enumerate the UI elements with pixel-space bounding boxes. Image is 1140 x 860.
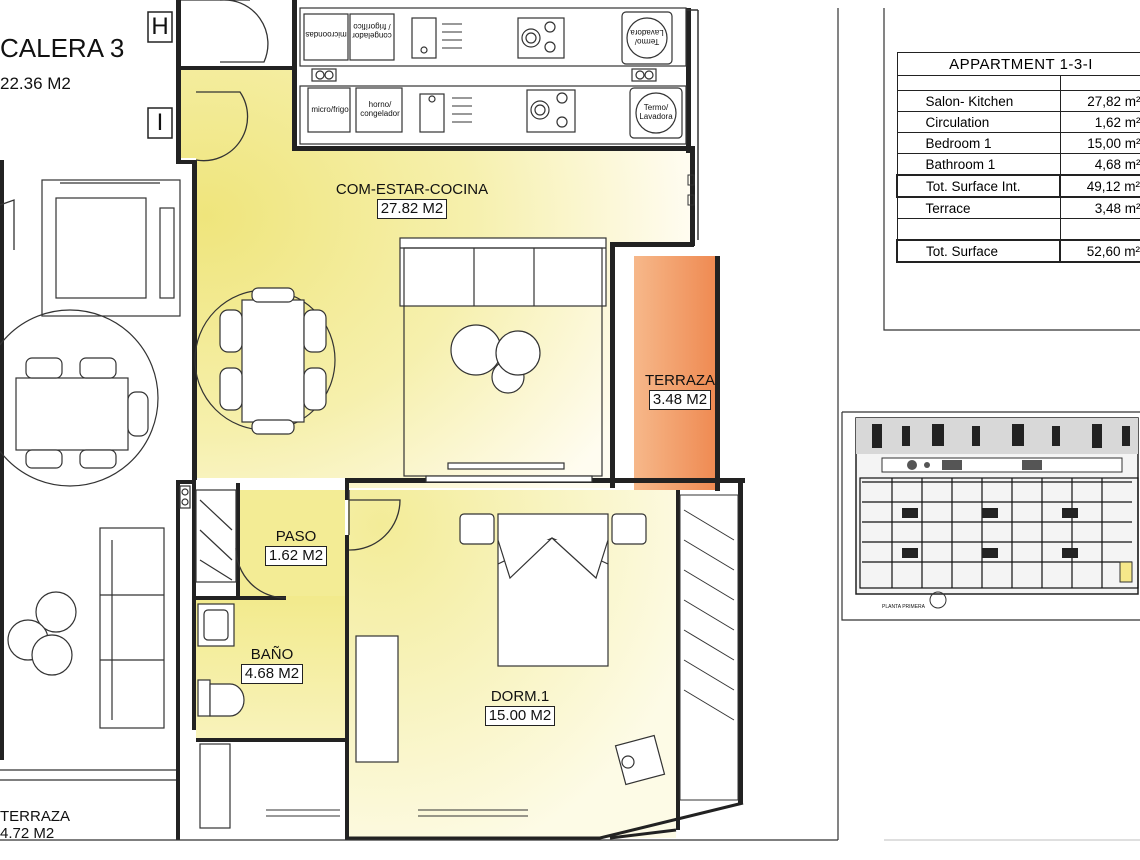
tv-unit [425,462,593,483]
room-bathroom: BAÑO 4.68 M2 [222,646,322,684]
paso-fill [240,490,345,596]
marker-i: I [156,109,164,136]
doors [0,0,401,599]
table-title: APPARTMENT 1-3-I [896,52,1140,76]
label-horno: horno/ congelador [360,100,400,118]
room-neighbour-terrace-area: 4.72 M2 [0,825,55,843]
room-paso: PASO 1.62 M2 [246,528,346,566]
label-termo-top: Termo/ Lavadora [630,28,664,46]
wardrobe [679,494,739,801]
walls [0,0,745,840]
stair-title: CALERA 3 [0,33,125,63]
room-paso-area: 1.62 M2 [264,546,328,566]
room-neighbour-terrace-name: TERRAZA [0,808,71,825]
marker-h-box [147,11,173,43]
room-paso-name: PASO [275,528,317,545]
sink-lines [442,23,472,123]
label-micro-top: microondas [305,30,347,39]
room-living-area: 27.82 M2 [376,199,448,219]
room-bedroom: DORM.1 15.00 M2 [470,688,570,726]
room-bedroom-area: 15.00 M2 [484,706,556,726]
railings [266,809,528,817]
dining-table [194,287,336,435]
label-micro: micro/frigo [311,105,349,114]
table-row-total-interior: Tot. Surface Int.49,12 m² [896,174,1140,198]
coffee-tables [450,324,541,394]
room-bathroom-name: BAÑO [250,646,294,663]
key-plan-caption: PLANTA PRIMERA [882,604,926,610]
marker-h: H [151,13,169,40]
room-neighbour-terrace: TERRAZA 4.72 M2 [0,808,70,843]
neighbour-furniture [0,179,181,781]
outer-wall [348,801,744,840]
bed [355,513,666,786]
room-living-name: COM-ESTAR-COCINA [335,181,489,198]
table-row-blank [896,218,1140,241]
terrace-fill [634,256,716,490]
room-living: COM-ESTAR-COCINA 27.82 M2 [312,181,512,219]
kitchen-worktops [299,7,687,145]
bathroom-fixtures [179,485,245,829]
room-terrace-area: 3.48 M2 [648,390,712,410]
sheet-frames [0,8,1140,841]
room-terrace: TERRAZA 3.48 M2 [630,372,730,410]
key-plan: PLANTA PRIMERA [855,417,1139,610]
label-termo: Termo/ Lavadora [639,103,673,121]
room-bedroom-name: DORM.1 [490,688,550,705]
marker-i-box [147,107,173,139]
room-bathroom-area: 4.68 M2 [240,664,304,684]
stair-area: 22.36 M2 [0,74,71,93]
room-terrace-name: TERRAZA [644,372,715,389]
label-fridge-top: congelador / frigorífico [352,22,392,40]
